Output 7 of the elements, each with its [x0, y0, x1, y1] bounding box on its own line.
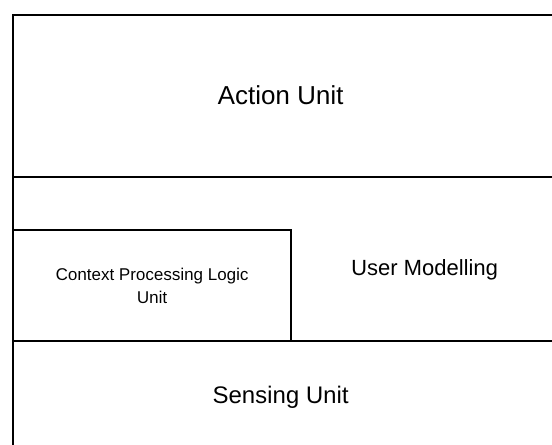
unit-box [12, 340, 552, 445]
unit-label: Context Processing Logic Unit [54, 264, 250, 308]
unit-label: User Modelling [351, 254, 498, 282]
unit-box [12, 229, 292, 342]
unit-label: Action Unit [218, 79, 344, 112]
unit-label: Sensing Unit [212, 380, 349, 411]
unit-box [12, 14, 552, 178]
